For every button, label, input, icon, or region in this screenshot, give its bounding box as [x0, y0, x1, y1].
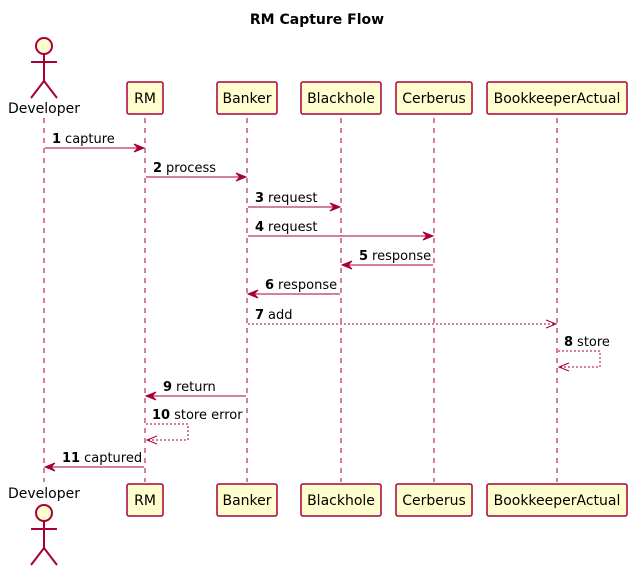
arrowhead [545, 319, 558, 329]
message-line [146, 423, 189, 441]
message-number: 10 [152, 408, 170, 423]
participant-label: Banker [222, 493, 271, 509]
participant-label: Blackhole [307, 493, 375, 509]
participant-box-cerberus: Cerberus [395, 483, 473, 517]
actor-head [35, 504, 53, 522]
arrowhead [422, 231, 435, 241]
message-7: 7 add [248, 308, 558, 329]
message-label: 6 response [265, 278, 337, 293]
message-label: 2 process [153, 161, 216, 176]
arrowhead [557, 362, 570, 372]
arrowhead [329, 202, 342, 212]
message-text: return [176, 380, 216, 395]
participant-label: Cerberus [402, 91, 466, 107]
arrowhead [145, 435, 158, 445]
participant-box-banker: Banker [216, 81, 278, 115]
message-number: 1 [52, 132, 61, 147]
message-text: capture [65, 132, 115, 147]
participant-label: Banker [222, 91, 271, 107]
message-number: 3 [255, 191, 264, 206]
message-number: 4 [255, 220, 264, 235]
message-label: 4 request [255, 220, 317, 235]
message-label: 7 add [255, 308, 293, 323]
participant-label: BookkeeperActual [494, 493, 621, 509]
message-number: 8 [564, 335, 573, 350]
message-text: store [577, 335, 610, 350]
message-2: 2 process [146, 161, 248, 182]
participant-box-bookkeeper: BookkeeperActual [486, 81, 628, 115]
message-number: 11 [62, 451, 80, 466]
participant-box-rm: RM [126, 483, 164, 517]
arrowhead [43, 462, 56, 472]
message-11: 11 captured [43, 451, 144, 472]
participant-label: Blackhole [307, 91, 375, 107]
message-line [558, 350, 601, 368]
message-label: 3 request [255, 191, 317, 206]
arrowhead [246, 289, 259, 299]
message-number: 9 [163, 380, 172, 395]
message-4: 4 request [248, 220, 435, 241]
message-9: 9 return [144, 380, 246, 401]
participant-box-bookkeeper: BookkeeperActual [486, 483, 628, 517]
message-8: 8 store [557, 335, 610, 372]
participant-box-blackhole: Blackhole [300, 483, 382, 517]
arrowhead [133, 143, 146, 153]
message-label: 1 capture [52, 132, 115, 147]
message-label: 5 response [359, 249, 431, 264]
message-number: 5 [359, 249, 368, 264]
arrowhead [144, 391, 157, 401]
message-label: 9 return [163, 380, 216, 395]
participant-label-top: Developer [8, 101, 80, 117]
message-label: 8 store [564, 335, 610, 350]
message-10: 10 store error [145, 408, 243, 445]
message-label: 11 captured [62, 451, 142, 466]
messages: 1 capture 2 process 3 request 4 request 5 respons… [43, 132, 610, 472]
message-text: add [268, 308, 292, 323]
message-text: captured [84, 451, 142, 466]
message-text: store error [174, 408, 243, 423]
message-text: process [166, 161, 216, 176]
actor-head [35, 37, 53, 55]
participant-label: Cerberus [402, 493, 466, 509]
participant-label: RM [134, 493, 156, 509]
message-number: 2 [153, 161, 162, 176]
actor-figure-bottom [30, 504, 58, 566]
message-text: request [268, 191, 317, 206]
message-6: 6 response [246, 278, 340, 299]
diagram-title: RM Capture Flow [250, 12, 384, 28]
message-label: 10 store error [152, 408, 243, 423]
arrowhead [340, 260, 353, 270]
participant-label-bottom: Developer [8, 486, 80, 502]
message-text: request [268, 220, 317, 235]
message-number: 7 [255, 308, 264, 323]
message-5: 5 response [340, 249, 433, 270]
participant-box-blackhole: Blackhole [300, 81, 382, 115]
message-number: 6 [265, 278, 274, 293]
participants: DeveloperDeveloperRMRMBankerBankerBlackh… [8, 37, 628, 566]
actor-figure-top [30, 37, 58, 99]
message-1: 1 capture [45, 132, 146, 153]
participant-box-rm: RM [126, 81, 164, 115]
message-3: 3 request [248, 191, 342, 212]
participant-box-banker: Banker [216, 483, 278, 517]
participant-label: BookkeeperActual [494, 91, 621, 107]
participant-label: RM [134, 91, 156, 107]
message-text: response [372, 249, 431, 264]
arrowhead [235, 172, 248, 182]
message-text: response [278, 278, 337, 293]
participant-box-cerberus: Cerberus [395, 81, 473, 115]
lifelines [43, 118, 558, 482]
